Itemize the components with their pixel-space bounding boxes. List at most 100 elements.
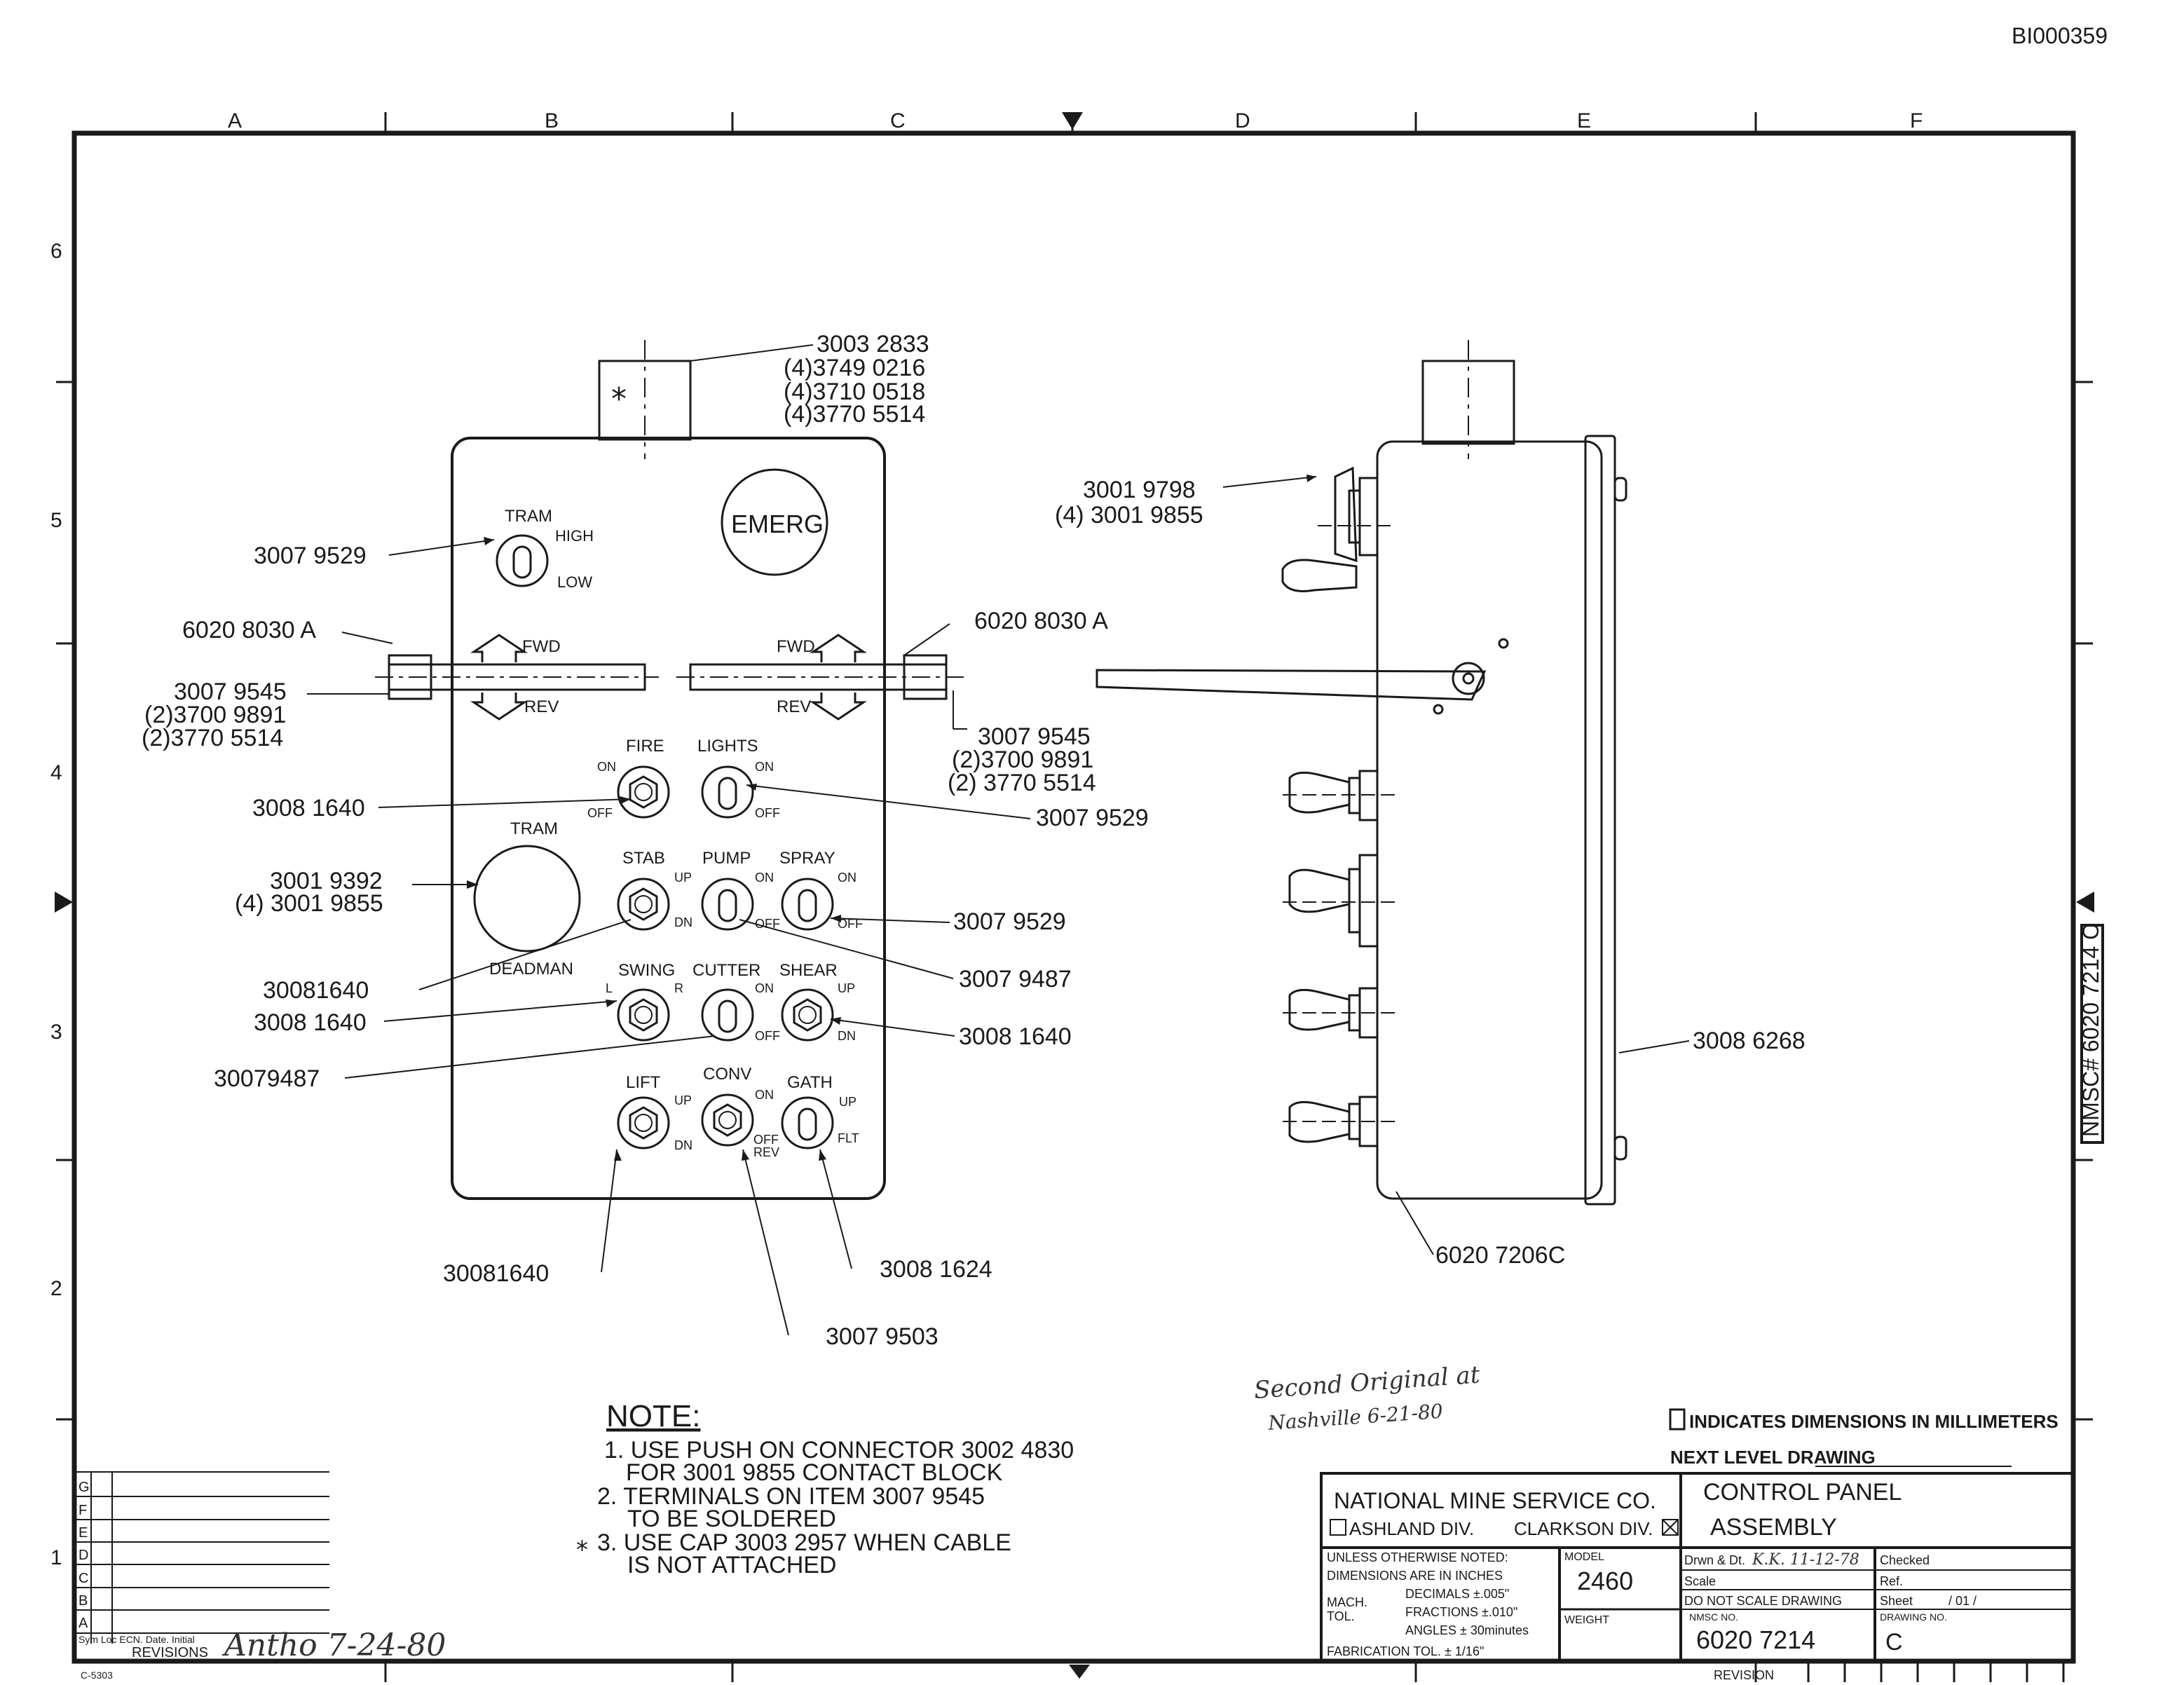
next-level-drawing: NEXT LEVEL DRAWING [1670, 1447, 1876, 1468]
swing-r-label: R [674, 981, 683, 995]
nmsc-label: NMSC NO. [1689, 1611, 1738, 1623]
zone-col-a: A [228, 109, 242, 132]
asterisk-mark: ⁎ [611, 372, 627, 407]
callout-deadman-1: 3001 9392 [270, 868, 383, 894]
drawn-label: Drwn & Dt. [1684, 1553, 1745, 1567]
conv-rev-label: REV [753, 1145, 779, 1159]
gath-label: GATH [787, 1073, 833, 1092]
rev-arrow-left-icon [470, 693, 528, 721]
rev-right-label: REV [777, 697, 811, 716]
drawn-value: K.K. 11-12-78 [1752, 1551, 1859, 1569]
stab-dn-label: DN [674, 915, 692, 929]
lights-off-label: OFF [755, 806, 780, 820]
callout-lever-right-1: 3007 9545 [978, 723, 1091, 750]
drawing-title-1: CONTROL PANEL [1703, 1479, 1902, 1506]
zone-row-3: 3 [50, 1021, 62, 1044]
zone-col-b: B [545, 109, 559, 132]
cutter-off-label: OFF [755, 1029, 780, 1043]
model-value: 2460 [1577, 1567, 1633, 1595]
callout-side-top-1: 3001 9798 [1083, 477, 1196, 503]
document-id: BI000359 [2012, 23, 2108, 48]
emerg-label: EMERG [731, 510, 824, 538]
shear-switch [781, 988, 834, 1042]
callout-lever-right-3: (2) 3770 5514 [948, 770, 1096, 796]
fire-off-label: OFF [587, 806, 613, 820]
weight-label: WEIGHT [1564, 1614, 1609, 1626]
rev-letter-d: D [79, 1548, 88, 1563]
swing-switch [617, 988, 670, 1042]
conv-on-label: ON [755, 1088, 774, 1102]
checked-label: Checked [1880, 1553, 1930, 1567]
sheet-value: / 01 / [1948, 1594, 1977, 1608]
ashland-division: ASHLAND DIV. [1349, 1518, 1474, 1539]
callout-conv-switch: 3007 9503 [826, 1323, 939, 1350]
scale-label: Scale [1684, 1574, 1716, 1588]
sheet-label: Sheet [1880, 1594, 1913, 1608]
lights-on-label: ON [755, 760, 774, 774]
callout-stab-switch: 30081640 [263, 977, 369, 1004]
revisions-block [74, 1471, 329, 1644]
revision-ticks [1807, 1661, 2065, 1682]
note-line-6: IS NOT ATTACHED [627, 1552, 836, 1578]
center-mark-left-icon [55, 892, 73, 913]
shear-label: SHEAR [779, 961, 838, 980]
conv-switch [701, 1093, 754, 1147]
callout-lever-left-2: (2)3700 9891 [144, 702, 286, 728]
tol-fractions: FRACTIONS ±.010" [1405, 1605, 1517, 1619]
rev-arrow-right-icon [810, 693, 867, 721]
handwritten-second-original: Second Original at [1253, 1361, 1481, 1405]
pump-off-label: OFF [755, 917, 780, 931]
ref-label: Ref. [1880, 1574, 1903, 1588]
lift-dn-label: DN [674, 1138, 692, 1152]
gath-up-label: UP [839, 1095, 856, 1109]
panel-box [451, 437, 886, 1200]
callout-swing-switch: 3008 1640 [254, 1009, 367, 1036]
front-view: ⁎ EMERG TRAM HIGH LOW FWD REV FWD REV FI… [375, 340, 967, 1200]
revisions-footer: Sym Loc ECN. Date. Initial [79, 1634, 195, 1645]
note-title: NOTE: [606, 1399, 700, 1433]
side-stamp: NMSC# 6020 7214 C [2078, 924, 2103, 1137]
lights-label: LIGHTS [697, 737, 758, 756]
lift-label: LIFT [626, 1073, 661, 1092]
revision-label: REVISION [1714, 1668, 1774, 1682]
mm-indicator-box-icon [1669, 1408, 1686, 1431]
handwritten-nashville-date: Nashville 6-21-80 [1267, 1400, 1443, 1435]
fwd-arrow-left-icon [470, 634, 528, 662]
note-line-4: TO BE SOLDERED [627, 1506, 836, 1532]
callout-top-2: (4)3749 0216 [784, 355, 925, 381]
swing-l-label: L [606, 981, 613, 995]
pump-label: PUMP [702, 849, 751, 868]
stab-up-label: UP [674, 871, 692, 885]
callout-tram-switch: 3007 9529 [254, 543, 367, 569]
side-emerg-stack [1358, 477, 1379, 557]
clarkson-division: CLARKSON DIV. [1514, 1518, 1653, 1539]
tol-label: TOL. [1327, 1609, 1355, 1623]
drawing-no-value: C [1885, 1629, 1903, 1656]
rev-letter-f: F [79, 1503, 87, 1518]
do-not-scale: DO NOT SCALE DRAWING [1684, 1594, 1842, 1608]
conv-label: CONV [703, 1065, 751, 1084]
spray-label: SPRAY [779, 849, 835, 868]
side-panel-flange [1584, 435, 1616, 1206]
cutter-on-label: ON [755, 981, 774, 995]
rev-letter-g: G [79, 1480, 90, 1495]
zone-row-5: 5 [50, 509, 62, 532]
callout-lights-switch: 3007 9529 [1036, 805, 1149, 831]
callout-lever-left-1: 3007 9545 [174, 678, 287, 705]
fwd-left-label: FWD [522, 637, 561, 656]
center-mark-top-icon [1062, 112, 1083, 130]
zone-col-c: C [890, 109, 906, 132]
tram-toggle-switch [496, 534, 549, 587]
zone-col-f: F [1910, 109, 1923, 132]
zone-row-1: 1 [50, 1546, 62, 1569]
fabrication-tolerance: FABRICATION TOL. ± 1/16" [1327, 1644, 1484, 1658]
side-stamp-box [2080, 924, 2104, 1144]
title-block [1320, 1472, 2075, 1663]
gath-flt-label: FLT [838, 1131, 859, 1145]
callout-side-top-2: (4) 3001 9855 [1055, 502, 1203, 528]
cutter-label: CUTTER [692, 961, 760, 980]
callout-lift-switch: 30081640 [443, 1260, 549, 1287]
note-line-3: 2. TERMINALS ON ITEM 3007 9545 [597, 1483, 985, 1510]
stab-switch [617, 878, 670, 931]
spray-switch [781, 878, 834, 931]
